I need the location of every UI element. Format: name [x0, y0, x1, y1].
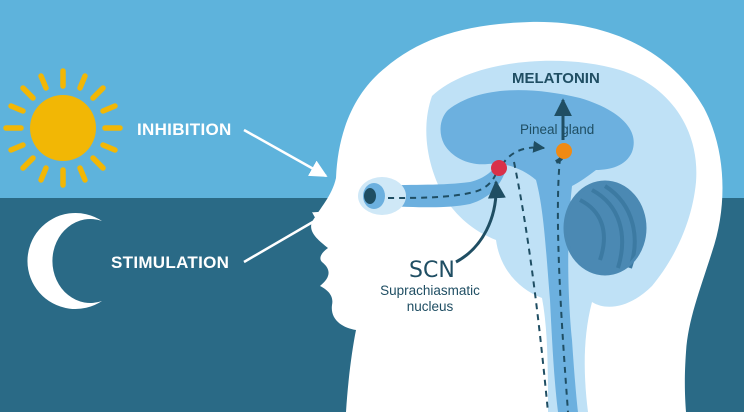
brain-inner: [440, 90, 634, 412]
sun-icon: [3, 68, 123, 188]
scn-full-label: Suprachiasmatic nucleus: [380, 283, 480, 314]
stimulation-label: STIMULATION: [111, 253, 230, 272]
stimulation-arrow: [243, 210, 332, 264]
inhibition-label: INHIBITION: [137, 120, 232, 139]
signal-path: [387, 140, 569, 412]
scn-pointer-arrow: [455, 180, 506, 264]
scn-label: SCN: [409, 258, 455, 283]
melatonin-label: MELATONIN: [512, 70, 600, 87]
cerebellum: [563, 180, 647, 276]
pineal-gland-dot: [556, 143, 572, 159]
crescent-moon-icon: [27, 213, 103, 309]
pineal-gland-label: Pineal gland: [520, 122, 595, 137]
eye: [358, 177, 406, 215]
scn-dot: [491, 160, 507, 176]
inhibition-arrow: [243, 128, 328, 178]
